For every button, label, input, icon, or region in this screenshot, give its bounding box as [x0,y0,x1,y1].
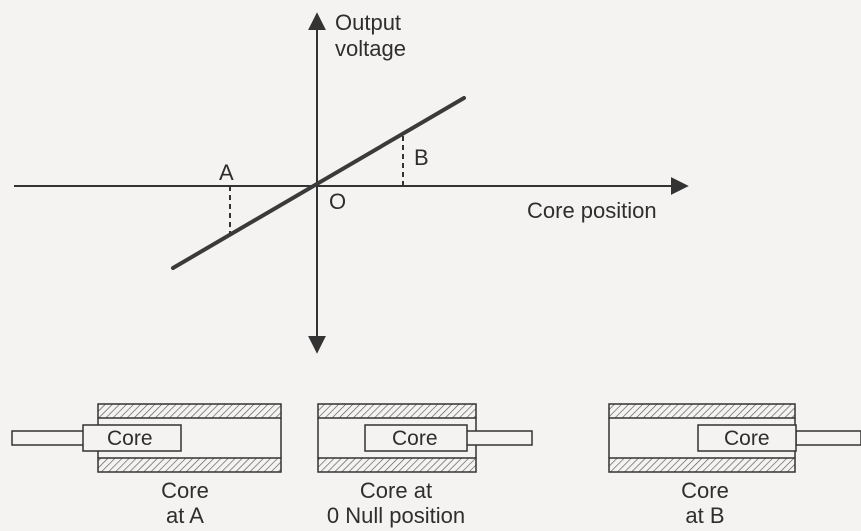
origin-label: O [329,189,347,214]
y-axis-label: Output voltage [335,10,406,62]
caption-null-line-1: Core at [359,478,433,503]
caption-b-line-2: at B [685,503,725,529]
caption-core-at-b: Core at B [640,478,770,529]
core-box-null [364,424,468,452]
core-label-null: Core [392,427,438,450]
caption-core-at-null: Core at 0 Null position [296,478,496,529]
core-label-a: Core [107,427,153,450]
x-axis-label: Core position [527,198,657,223]
y-axis-label-line-1: Output [335,10,402,35]
output-characteristic-line [171,96,466,270]
point-b-label: B [414,145,429,170]
core-assembly-null [317,403,533,473]
core-rod-b [795,430,861,446]
core-assembly-b [608,403,861,473]
caption-b-line-1: Core [681,478,729,503]
core-rod-null [465,430,533,446]
caption-core-at-a: Core at A [120,478,250,529]
core-label-b: Core [724,427,770,450]
caption-a-line-2: at A [166,503,204,529]
y-axis-label-line-2: voltage [335,36,406,61]
core-box-a [82,424,182,452]
core-rod-a [11,430,85,446]
core-assembly-a [11,403,282,473]
point-a-label: A [219,160,234,185]
caption-null-line-2: 0 Null position [326,503,466,529]
caption-a-line-1: Core [161,478,209,503]
core-box-b [697,424,797,452]
